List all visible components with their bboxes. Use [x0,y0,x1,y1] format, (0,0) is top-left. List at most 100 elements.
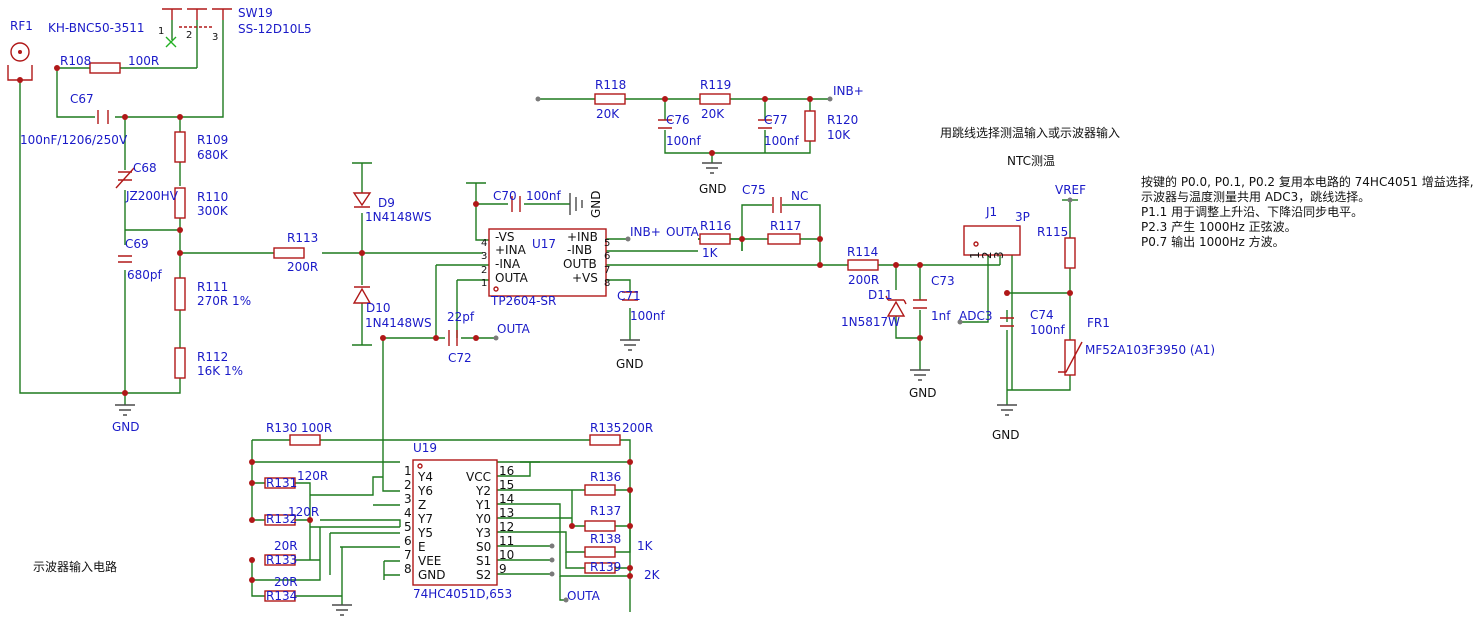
ref-r131: R131 [266,476,297,490]
ref-r110: R110 [197,190,228,204]
components [7,8,1083,616]
val-r113: 200R [287,260,318,274]
svg-text:S2: S2 [476,568,491,582]
resistor-r112 [174,347,186,379]
svg-text:-INA: -INA [495,257,521,271]
switch-icon [162,8,232,20]
resistor-r115 [1064,237,1076,269]
val-r120: 10K [827,128,851,142]
net-inb-plus: INB+ [630,225,661,239]
svg-text:2: 2 [980,251,994,259]
ref-c76: C76 [666,113,690,127]
val-r139: 2K [644,568,661,582]
svg-text:12: 12 [499,520,514,534]
capacitor-c73 [913,299,927,309]
ref-fr1: FR1 [1087,316,1110,330]
resistor-r108 [89,62,121,74]
ref-r117: R117 [770,219,801,233]
svg-text:3: 3 [992,251,1006,259]
svg-text:GND: GND [418,568,446,582]
svg-text:2: 2 [186,30,192,41]
note-line-2: 示波器与温度测量共用 ADC3，跳线选择。 [1141,189,1370,204]
svg-text:S1: S1 [476,554,491,568]
net-outa-3: OUTA [567,589,601,603]
capacitor-c70 [511,196,521,212]
note-line-3: P1.1 用于调整上升沿、下降沿同步电平。 [1141,204,1363,219]
svg-text:2: 2 [404,478,412,492]
ref-r109: R109 [197,133,228,147]
resistor-r137 [584,520,616,532]
svg-text:Y0: Y0 [475,512,491,526]
net-inb-plus-2: INB+ [833,84,864,98]
val-r110: 300K [197,204,229,218]
svg-text:-VS: -VS [495,230,514,244]
svg-text:E: E [418,540,426,554]
val-c74: 100nf [1030,323,1066,337]
val-d9: 1N4148WS [365,210,432,224]
svg-text:Y7: Y7 [417,512,433,526]
ref-r111: R111 [197,280,228,294]
svg-text:3: 3 [404,492,412,506]
resistor-r135 [589,434,621,446]
svg-text:1: 1 [404,464,412,478]
svg-text:1: 1 [481,278,487,289]
resistor-r134 [264,590,296,602]
ref-r114: R114 [847,245,878,259]
gnd-c70: GND [589,190,603,218]
val-d11: 1N5817W [841,315,900,329]
capacitor-c69 [118,255,132,263]
val-c76: 100nf [666,134,702,148]
scope-title: 示波器输入电路 [33,559,117,574]
val-r112: 16K 1% [197,364,243,378]
resistor-r116 [699,233,731,245]
val-r111: 270R 1% [197,294,251,308]
ground-icon [997,404,1017,416]
svg-text:13: 13 [499,506,514,520]
net-vref: VREF [1055,183,1086,197]
val-r119: 20K [701,107,725,121]
val-r114: 200R [848,273,879,287]
svg-text:S0: S0 [476,540,491,554]
net-points [493,96,1073,603]
svg-text:6: 6 [604,251,610,262]
gnd-ntc: GND [992,428,1020,442]
svg-text:4: 4 [404,506,412,520]
ref-c68: C68 [133,161,157,175]
svg-text:9: 9 [499,562,507,576]
svg-text:8: 8 [404,562,412,576]
svg-text:7: 7 [604,265,610,276]
val-c73: 1nf [931,309,951,323]
val-c70: 100nf [526,189,562,203]
ref-r119: R119 [700,78,731,92]
resistor-r120 [804,110,816,142]
svg-text:Y3: Y3 [475,526,491,540]
part-u17: TP2604-SR [490,294,556,308]
gnd-c73: GND [909,386,937,400]
ref-sw19: SW19 [238,6,273,20]
ref-r112: R112 [197,350,228,364]
svg-text:15: 15 [499,478,514,492]
ref-d10: D10 [366,301,391,315]
ground-icon [910,369,930,381]
ref-r137: R137 [590,504,621,518]
ref-r108: R108 [60,54,91,68]
ref-r134: R134 [266,589,297,603]
jumper-note: 用跳线选择测温输入或示波器输入 [940,125,1120,140]
val-r108: 100R [128,54,159,68]
ground-icon [569,193,583,215]
ref-c73: C73 [931,274,955,288]
diode-d11-icon [885,295,907,317]
junctions [17,65,1073,583]
val-fr1: MF52A103F3950 (A1) [1085,343,1215,357]
val-r131: 120R [297,469,328,483]
svg-text:Y6: Y6 [417,484,433,498]
ntc-title: NTC测温 [1007,154,1055,168]
svg-text:Z: Z [418,498,426,512]
val-c68: JZ200HV [125,189,179,203]
ground-icon [620,339,640,351]
resistor-r138 [584,546,616,558]
ref-r138: R138 [590,532,621,546]
svg-text:8: 8 [604,278,610,289]
svg-text:1: 1 [158,26,164,37]
